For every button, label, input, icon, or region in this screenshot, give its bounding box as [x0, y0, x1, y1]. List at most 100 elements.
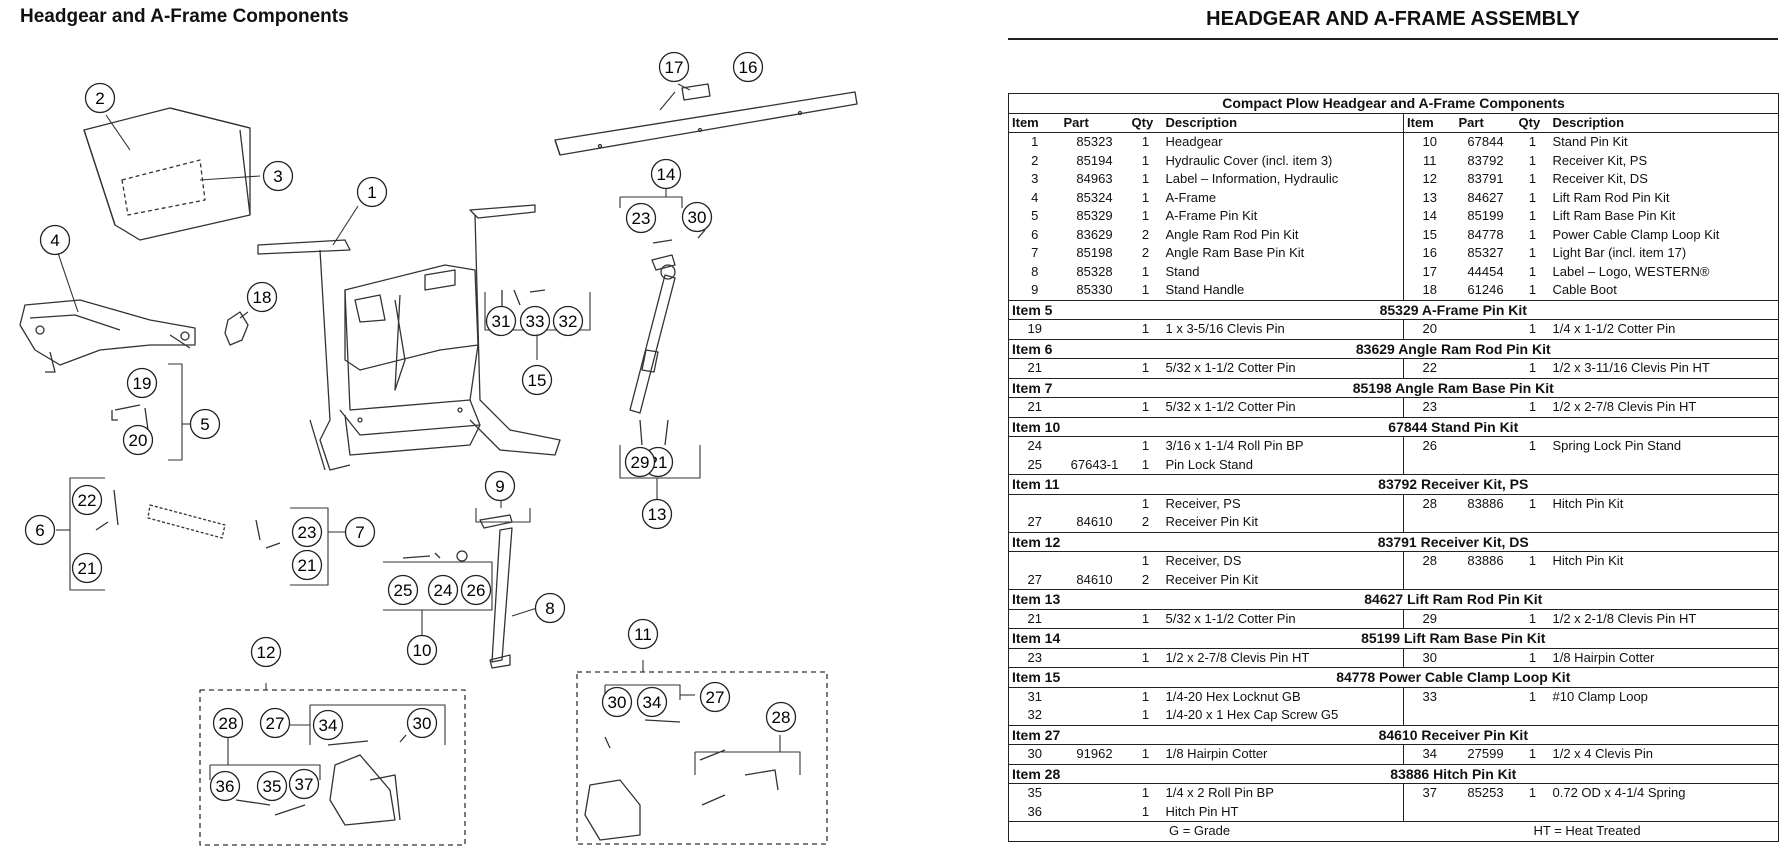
angle-ram-drawing	[147, 504, 226, 539]
table-cell: 27599	[1467, 746, 1504, 761]
table-cell: 1	[1528, 785, 1537, 800]
callout-number: 28	[219, 714, 238, 733]
table-cell: 1	[1141, 803, 1150, 819]
table-cell: 83886	[1467, 495, 1504, 511]
callout-34: 34	[636, 686, 668, 718]
table-cell: 84610	[1076, 571, 1113, 587]
table-cell: 85329	[1076, 208, 1113, 223]
title-rule	[1008, 38, 1778, 40]
table-cell: 1	[1031, 134, 1039, 149]
table-cell: 4	[1031, 189, 1039, 205]
small-hardware-drawing	[95, 229, 706, 549]
callout-number: 27	[706, 688, 725, 707]
callout-12: 12	[250, 636, 282, 668]
table-cell	[1061, 552, 1129, 571]
table-cell: 1	[1141, 134, 1150, 149]
table-cell: 84610	[1076, 514, 1113, 529]
callout-number: 7	[355, 523, 364, 542]
callout-number: 30	[688, 208, 707, 227]
kit-item-label: Item 6	[1008, 338, 1129, 359]
table-cell	[1404, 706, 1456, 725]
exploded-parts-diagram: 1234567891011121314151617181920212121222…	[19, 51, 858, 846]
table-cell	[1456, 609, 1516, 629]
table-cell	[1456, 648, 1516, 668]
callout-28: 28	[765, 701, 797, 733]
callout-4: 4	[39, 224, 71, 256]
callout-number: 21	[298, 556, 317, 575]
table-cell: 22	[1422, 360, 1437, 375]
table-cell: Headgear	[1162, 132, 1404, 152]
table-cell: 1	[1141, 610, 1150, 626]
table-cell: Lift Ram Rod Pin Kit	[1552, 189, 1670, 205]
callout-number: 27	[266, 714, 285, 733]
callout-24: 24	[427, 574, 459, 606]
leader-lines	[56, 83, 801, 780]
callout-number: 24	[434, 581, 453, 600]
table-cell: Hitch Pin Kit	[1552, 495, 1624, 511]
table-cell: 1	[1141, 189, 1150, 205]
table-cell: 23	[1422, 399, 1437, 414]
table-cell: Stand	[1162, 262, 1404, 281]
table-cell	[1061, 359, 1129, 379]
callout-14: 14	[650, 158, 682, 190]
receiver-ds-kit-box	[199, 689, 466, 846]
table-cell: 85330	[1076, 282, 1113, 297]
callout-15: 15	[521, 364, 553, 396]
column-header: Part	[1060, 113, 1129, 133]
table-cell: 2	[1141, 226, 1150, 242]
callout-21: 21	[71, 552, 103, 584]
kit-title: 84627 Lift Ram Rod Pin Kit	[1128, 589, 1779, 610]
table-cell: 35	[1027, 785, 1042, 800]
table-cell: 19	[1027, 321, 1042, 336]
callout-37: 37	[288, 768, 320, 800]
table-cell: 18	[1422, 282, 1437, 297]
table-cell: 1	[1528, 360, 1537, 375]
callout-number: 25	[394, 581, 413, 600]
table-cell	[1404, 513, 1456, 532]
column-header: Description	[1549, 113, 1779, 133]
callout-30: 30	[406, 707, 438, 739]
callout-number: 17	[665, 58, 684, 77]
callout-number: 12	[257, 643, 276, 662]
table-cell: 26	[1422, 438, 1437, 453]
callout-17: 17	[658, 51, 690, 83]
table-cell	[1516, 803, 1550, 822]
callout-2: 2	[84, 82, 116, 114]
kit-title: 83792 Receiver Kit, PS	[1128, 474, 1779, 495]
table-cell: 84627	[1467, 189, 1504, 205]
kit-item-label: Item 15	[1008, 667, 1129, 688]
callout-23: 23	[625, 202, 657, 234]
callout-10: 10	[406, 634, 438, 666]
callout-number: 28	[772, 708, 791, 727]
table-cell: 1/2 x 2-1/8 Clevis Pin HT	[1552, 610, 1697, 626]
table-cell	[1061, 398, 1129, 418]
callout-number: 23	[632, 209, 651, 228]
callout-30: 30	[601, 686, 633, 718]
table-cell: 1	[1141, 282, 1150, 297]
table-cell: 1	[1528, 134, 1537, 149]
table-cell: 1/2 x 2-7/8 Clevis Pin HT	[1162, 648, 1404, 668]
callout-number: 15	[528, 371, 547, 390]
kit-item-label: Item 7	[1008, 377, 1129, 398]
callout-number: 3	[273, 167, 282, 186]
table-cell: 2	[1141, 571, 1150, 587]
table-cell: 1/4-20 Hex Locknut GB	[1162, 687, 1404, 706]
table-cell: 21	[1027, 399, 1042, 414]
table-cell: 83791	[1467, 171, 1504, 186]
table-cell: 1	[1141, 495, 1150, 511]
callout-number: 11	[634, 625, 652, 644]
table-cell: 17	[1422, 263, 1437, 279]
table-cell: Label – Logo, WESTERN®	[1552, 263, 1710, 279]
kit-title: 83629 Angle Ram Rod Pin Kit	[1128, 338, 1779, 359]
